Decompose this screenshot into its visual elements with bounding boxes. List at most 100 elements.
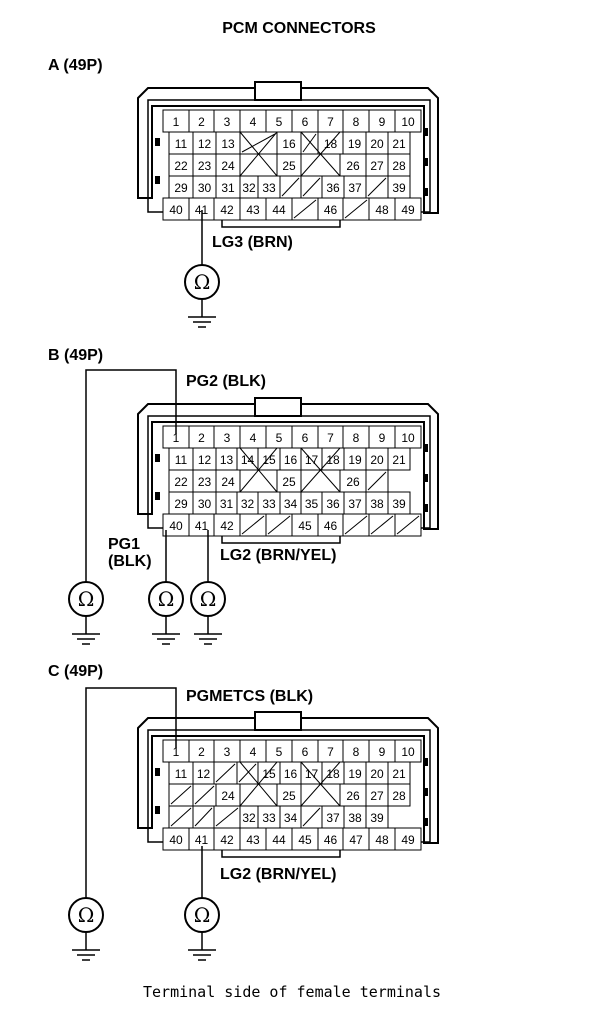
ohmmeter-symbol: Ω [68,581,104,645]
terminal-cell: 49 [394,197,422,221]
terminal-cell: 4 [239,425,267,449]
empty-terminal-slash [293,199,317,219]
terminal-number: 7 [327,745,334,759]
ohm-icon: Ω [78,587,95,611]
terminal-cell: 16 [279,761,302,785]
terminal-cell [300,761,341,807]
terminal-number: 5 [276,115,283,129]
terminal-cell: 46 [317,513,344,537]
terminal-number: 13 [220,453,234,467]
terminal-number: 36 [326,181,340,195]
terminal-box [239,469,278,493]
terminal-cell: 20 [365,761,389,785]
empty-terminal-slash [396,515,420,535]
terminal-cell: 32 [239,175,259,199]
terminal-cell [300,175,323,199]
terminal-number: 14 [241,453,255,467]
terminal-number: 2 [198,431,205,445]
empty-terminal-cross [239,131,278,177]
terminal-cell: 44 [265,197,293,221]
empty-terminal-slash [238,763,257,783]
terminal-number: 35 [305,497,319,511]
terminal-number: 2 [198,115,205,129]
terminal-number: 38 [348,811,362,825]
terminal-number: 31 [221,181,235,195]
terminal-number: 19 [348,137,362,151]
terminal-cell: 36 [321,175,345,199]
connector-tab [423,758,428,766]
empty-terminal-slash [302,133,317,153]
terminal-cell: 37 [343,175,367,199]
terminal-number: 31 [220,497,234,511]
terminal-number: 6 [302,745,309,759]
connector-tab [423,444,428,452]
terminal-number: 29 [174,497,188,511]
terminal-number: 20 [370,137,384,151]
connector-tab [423,158,428,166]
empty-terminal-slash [344,515,368,535]
terminal-cell: 23 [192,153,217,177]
ohm-icon: Ω [194,270,211,294]
terminal-cell: 33 [257,175,281,199]
terminal-number: 24 [221,159,235,173]
terminal-cell: 30 [192,491,217,515]
connector-tab [155,138,160,146]
terminal-cell: 31 [215,175,241,199]
terminal-number: 20 [370,453,384,467]
terminal-cell: 6 [291,739,319,763]
terminal-cell: 2 [188,109,215,133]
terminal-cell: 19 [343,447,367,471]
terminal-cell: 40 [162,827,190,851]
terminal-box [239,153,278,177]
terminal-cell: 8 [342,109,370,133]
terminal-cell: 42 [213,827,241,851]
empty-terminal-slash [344,199,368,219]
terminal-cell: 31 [215,491,238,515]
terminal-cell: 26 [339,153,367,177]
terminal-cell [368,513,396,537]
terminal-number: 25 [282,475,296,489]
terminal-cell [239,447,278,493]
terminal-cell: 14 [236,447,259,471]
terminal-cell: 26 [339,469,367,493]
terminal-number: 26 [346,789,360,803]
terminal-cell: 34 [279,491,302,515]
terminal-cell [239,513,267,537]
terminal-cell: 39 [365,805,389,829]
connector-latch [254,81,302,101]
empty-terminal-slash [241,515,265,535]
empty-terminal-slash [215,763,236,783]
terminal-number: 8 [353,745,360,759]
terminal-number: 12 [198,453,212,467]
terminal-number: 32 [242,181,256,195]
empty-terminal-slash [302,177,321,197]
terminal-cell: 43 [239,197,267,221]
terminal-number: 29 [174,181,188,195]
connector-a-label: A (49P) [48,57,103,74]
wire-label-pgmetcs: PGMETCS (BLK) [186,688,313,705]
footer-caption: Terminal side of female terminals [143,983,441,1001]
terminal-number: 30 [198,181,212,195]
terminal-number: 33 [262,497,276,511]
wire-label-pg1-line2: (BLK) [108,553,152,570]
terminal-number: 37 [348,497,362,511]
ohmmeter-symbol: Ω [190,581,226,645]
terminal-cell: 30 [192,175,217,199]
terminal-cell: 19 [342,131,367,155]
terminal-number: 32 [242,811,256,825]
terminal-cell [239,131,278,177]
connector-c-label: C (49P) [48,663,103,680]
terminal-cell: 48 [368,827,396,851]
terminal-cell [394,513,422,537]
connector-latch [254,397,302,417]
terminal-box [300,153,341,177]
empty-terminal-slash [281,177,300,197]
terminal-cell: 10 [394,739,422,763]
terminal-cell: 37 [343,491,367,515]
terminal-number: 24 [221,789,235,803]
terminal-number: 45 [298,833,312,847]
terminal-cell: 42 [213,513,241,537]
terminal-number: 23 [198,159,212,173]
terminal-cell: 18 [321,447,345,471]
connector-tab [155,176,160,184]
